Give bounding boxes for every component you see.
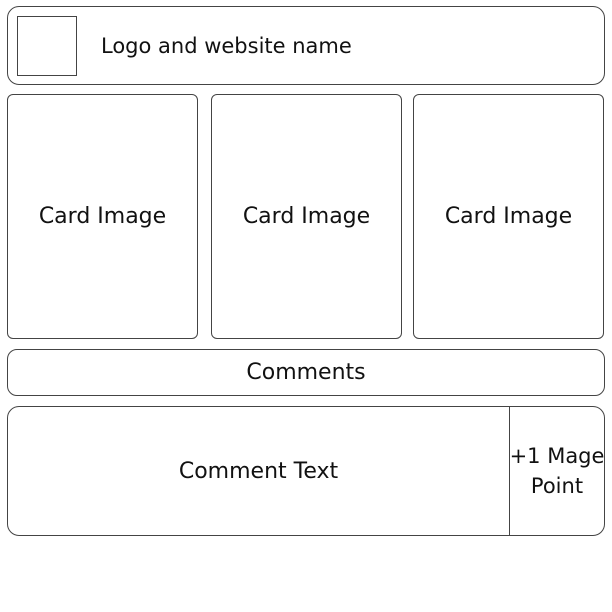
upvote-label-line2: Point xyxy=(530,474,584,498)
card-image-3[interactable]: Card Image xyxy=(413,94,604,339)
comment-text: Comment Text xyxy=(178,458,339,484)
comment-divider xyxy=(509,407,510,535)
upvote-label-line1: +1 Mage xyxy=(509,444,605,468)
site-name: Logo and website name xyxy=(101,33,352,58)
comments-header: Comments xyxy=(7,349,605,396)
card-image-2[interactable]: Card Image xyxy=(211,94,402,339)
upvote-mage-point-button[interactable]: +1 Mage Point xyxy=(510,407,604,535)
logo-placeholder[interactable] xyxy=(17,16,77,76)
comment-item: Comment Text +1 Mage Point xyxy=(7,406,605,536)
site-header: Logo and website name xyxy=(7,6,605,85)
card-image-1[interactable]: Card Image xyxy=(7,94,198,339)
